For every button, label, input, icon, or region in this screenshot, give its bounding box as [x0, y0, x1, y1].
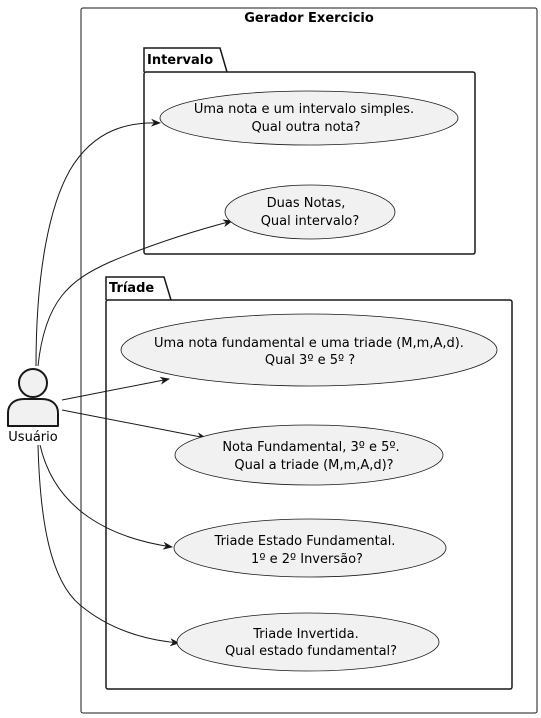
- association-uc1: [35, 118, 161, 367]
- use-case-uc1: Uma nota e um intervalo simples. Qual ou…: [159, 90, 459, 146]
- use-case-uc5-line2: 1º e 2º Inversão?: [251, 552, 363, 567]
- use-case-uc5: Triade Estado Fundamental. 1º e 2º Inver…: [173, 518, 447, 578]
- use-case-uc1-line1: Uma nota e um intervalo simples.: [194, 102, 414, 117]
- package-triade: Tríade: [105, 276, 513, 690]
- use-case-uc2: Duas Notas, Qual intervalo?: [224, 184, 396, 240]
- package-title-intervalo: Intervalo: [147, 53, 213, 68]
- use-case-uc1-line2: Qual outra nota?: [251, 120, 360, 135]
- use-case-uc2-line2: Qual intervalo?: [261, 214, 360, 229]
- association-uc3: [61, 376, 170, 401]
- actor-usuario: Usuário: [7, 368, 59, 445]
- system-title: Gerador Exercicio: [244, 11, 374, 26]
- use-case-uc4-line2: Qual a triade (M,m,A,d)?: [234, 458, 393, 473]
- use-case-uc4: Nota Fundamental, 3º e 5º. Qual a triade…: [174, 424, 444, 486]
- use-case-uc3: Uma nota fundamental e uma triade (M,m,A…: [120, 313, 498, 387]
- use-case-uc6-line1: Triade Invertida.: [252, 627, 359, 642]
- use-case-uc6: Triade Invertida. Qual estado fundamenta…: [176, 612, 440, 672]
- user-icon: [7, 368, 59, 427]
- actor-name: Usuário: [8, 430, 57, 445]
- association-uc2: [37, 219, 233, 367]
- associations: [35, 118, 233, 647]
- use-case-uc3-line2: Qual 3º e 5º ?: [265, 353, 355, 368]
- use-case-uc5-line1: Triade Estado Fundamental.: [214, 534, 396, 549]
- use-case-uc4-line1: Nota Fundamental, 3º e 5º.: [222, 440, 399, 455]
- use-case-uc2-line1: Duas Notas,: [267, 196, 346, 211]
- use-case-uc3-line1: Uma nota fundamental e uma triade (M,m,A…: [154, 336, 464, 351]
- association-uc4: [61, 409, 207, 441]
- use-case-uc6-line2: Qual estado fundamental?: [225, 644, 397, 659]
- association-uc6: [37, 444, 180, 647]
- association-uc5: [39, 444, 173, 550]
- package-title-triade: Tríade: [109, 281, 154, 296]
